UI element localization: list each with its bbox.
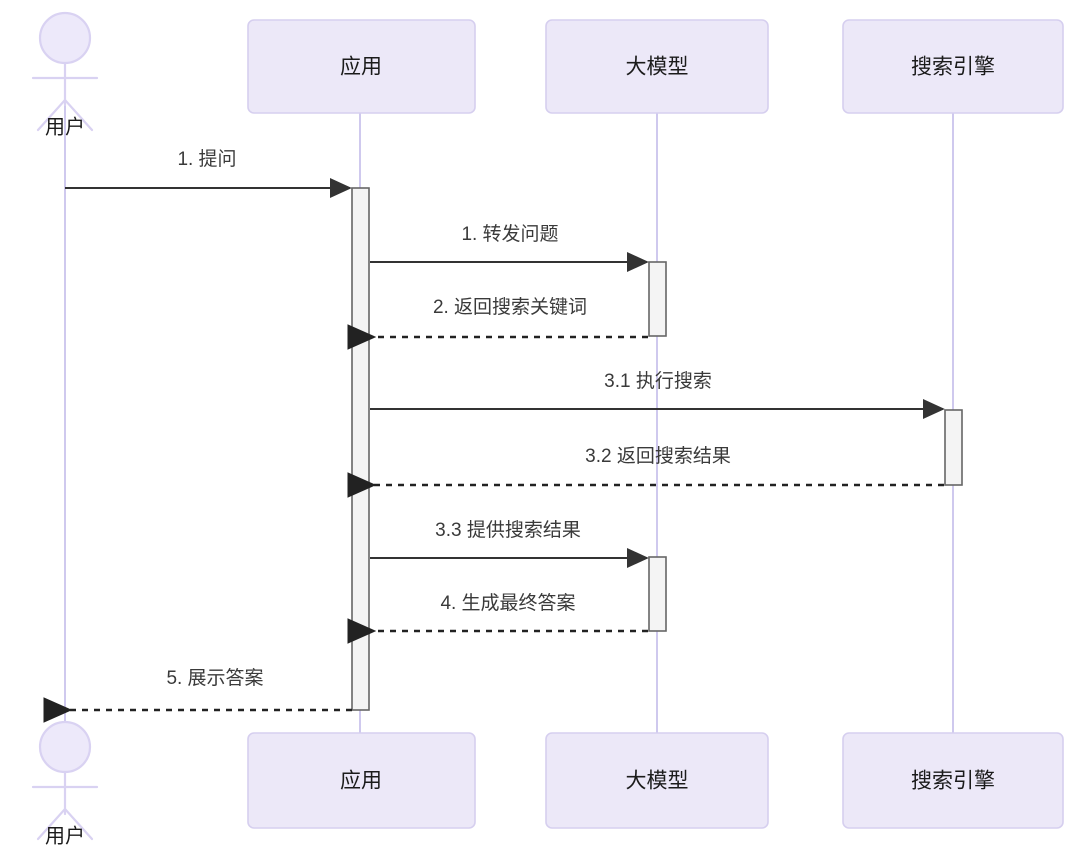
actor-legs-icon [36, 98, 94, 132]
message-label: 4. 生成最终答案 [440, 592, 575, 614]
participant-search-top[interactable]: 搜索引擎 [842, 19, 1064, 114]
participant-label: 搜索引擎 [911, 56, 995, 79]
participant-box[interactable] [247, 19, 476, 114]
activation-bar-search [944, 409, 963, 486]
participant-box[interactable] [545, 19, 769, 114]
activation-bar-llm-1 [648, 261, 667, 337]
participant-box[interactable] [247, 732, 476, 829]
participant-label: 应用 [340, 770, 382, 793]
participant-app-bottom[interactable]: 应用 [247, 732, 476, 829]
actor-label-bottom: 用户 [45, 824, 85, 845]
actor-user-top: 用户 [31, 11, 99, 138]
message-2: 1. 转发问题 [370, 223, 649, 273]
message-7: 4. 生成最终答案 [347, 592, 648, 644]
participant-label: 搜索引擎 [911, 770, 995, 793]
activation-bar-llm-2 [648, 556, 667, 632]
participant-app-top[interactable]: 应用 [247, 19, 476, 114]
message-label: 3.3 提供搜索结果 [435, 519, 581, 541]
participant-box[interactable] [545, 732, 769, 829]
actor-head-icon [38, 720, 92, 774]
actor-label-top: 用户 [45, 115, 85, 138]
message-label: 5. 展示答案 [166, 667, 263, 689]
message-label: 3.1 执行搜索 [604, 370, 712, 392]
actor-legs-icon [36, 807, 94, 841]
message-4: 3.1 执行搜索 [370, 370, 945, 420]
participant-label: 应用 [340, 56, 382, 79]
message-8: 5. 展示答案 [43, 667, 352, 723]
participant-label: 大模型 [626, 56, 689, 79]
message-label: 1. 转发问题 [461, 223, 558, 245]
participant-label: 大模型 [626, 770, 689, 793]
participant-search-bottom[interactable]: 搜索引擎 [842, 732, 1064, 829]
message-label: 2. 返回搜索关键词 [433, 296, 587, 318]
participant-box[interactable] [842, 19, 1064, 114]
participant-box[interactable] [842, 732, 1064, 829]
actor-head-icon [38, 11, 92, 65]
message-label: 3.2 返回搜索结果 [585, 445, 731, 467]
message-5: 3.2 返回搜索结果 [347, 445, 944, 498]
actor-user-bottom: 用户 [31, 720, 99, 845]
message-1: 1. 提问 [65, 148, 352, 199]
activation-bar-app [351, 187, 370, 711]
message-label: 1. 提问 [177, 148, 236, 170]
message-6: 3.3 提供搜索结果 [370, 519, 649, 569]
participant-llm-bottom[interactable]: 大模型 [545, 732, 769, 829]
participant-llm-top[interactable]: 大模型 [545, 19, 769, 114]
message-3: 2. 返回搜索关键词 [347, 296, 648, 350]
